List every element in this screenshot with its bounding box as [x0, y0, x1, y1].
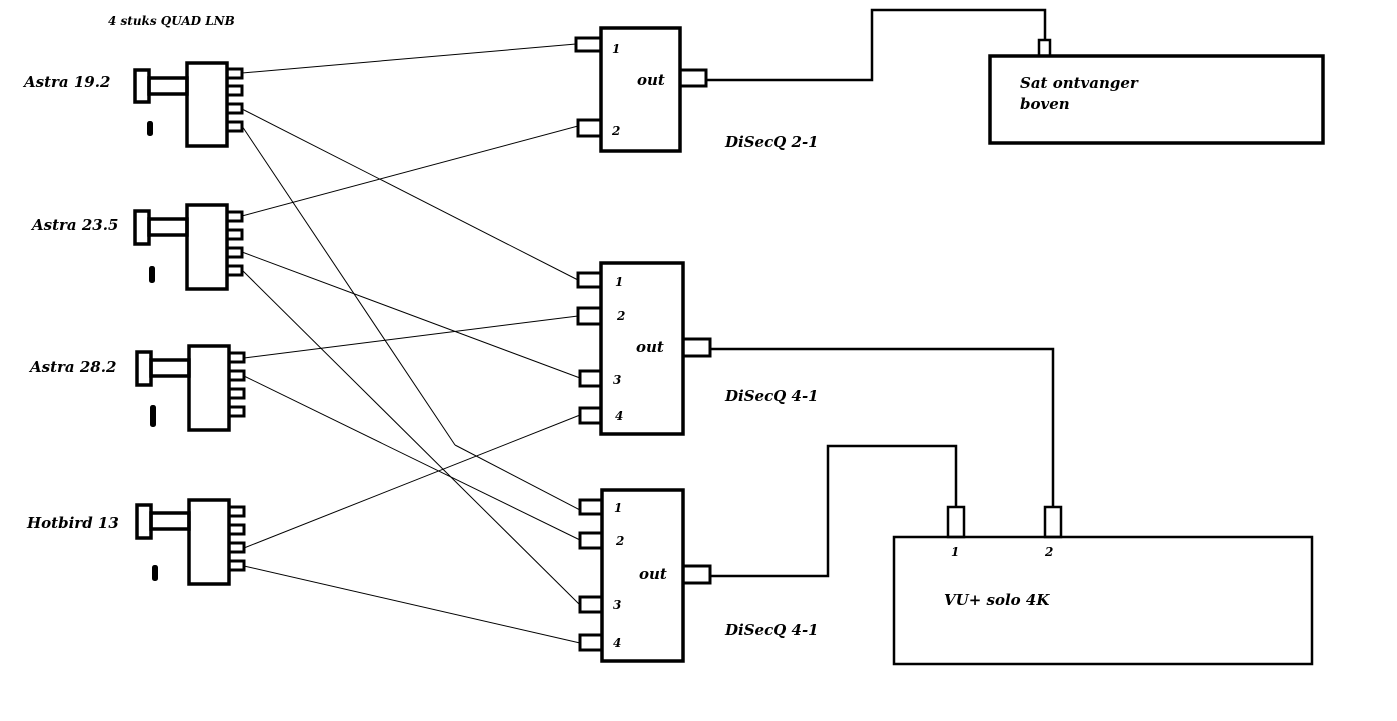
lnb-label-astra-28-2: Astra 28.2: [28, 358, 116, 376]
port-label: 2: [616, 309, 625, 323]
lnb-hotbird-13: Hotbird 13: [26, 498, 246, 586]
port-label: 4: [613, 636, 621, 650]
vu-solo-4k-receiver: 1 2 VU+ solo 4K: [892, 505, 1314, 666]
port-label: 1: [614, 501, 622, 515]
lnb-label-astra-23-5: Astra 23.5: [30, 216, 118, 234]
switch-name-label: DiSecQ 4-1: [724, 387, 819, 405]
lnb-screw-icon: [150, 405, 156, 427]
coax-cables: [241, 43, 581, 644]
switch-name-label: DiSecQ 4-1: [724, 621, 819, 639]
switch-name-label: DiSecQ 2-1: [724, 133, 819, 151]
port-label: 1: [612, 42, 620, 56]
disecq-switch-4-1-top: 1 2 3 4 out DiSecQ 4-1: [576, 261, 819, 436]
switch-out-label: out: [637, 71, 665, 89]
lnb-astra-19-2: Astra 19.2: [22, 61, 244, 148]
lnb-screw-icon: [149, 266, 155, 283]
port-label: 3: [613, 598, 621, 612]
switch-out-label: out: [639, 565, 667, 583]
port-label: 3: [613, 373, 621, 387]
vu-receiver-label: VU+ solo 4K: [944, 591, 1050, 609]
port-label: 1: [615, 275, 623, 289]
lnb-astra-23-5: Astra 23.5: [30, 203, 244, 291]
switch-out-label: out: [636, 338, 664, 356]
lnb-label-hotbird-13: Hotbird 13: [26, 514, 119, 532]
lnb-label-astra-19-2: Astra 19.2: [22, 73, 110, 91]
port-label: 2: [615, 534, 624, 548]
lnb-screw-icon: [147, 121, 153, 136]
disecq-switch-2-1: 1 2 out DiSecQ 2-1: [574, 26, 819, 153]
receiver-top-label-line2: boven: [1020, 95, 1070, 113]
lnb-screw-icon: [152, 565, 158, 581]
vu-port-label-2: 2: [1044, 545, 1053, 559]
vu-port-label-1: 1: [951, 545, 959, 559]
lnb-astra-28-2: Astra 28.2: [28, 344, 246, 432]
port-label: 4: [615, 409, 623, 423]
disecq-switch-4-1-bottom: 1 2 3 4 out DiSecQ 4-1: [578, 488, 819, 663]
port-label: 2: [611, 124, 620, 138]
sat-receiver-top: Sat ontvanger boven: [988, 38, 1325, 145]
receiver-top-label-line1: Sat ontvanger: [1020, 74, 1139, 92]
diagram-title: 4 stuks QUAD LNB: [108, 14, 235, 28]
output-cables: [706, 8, 1055, 578]
